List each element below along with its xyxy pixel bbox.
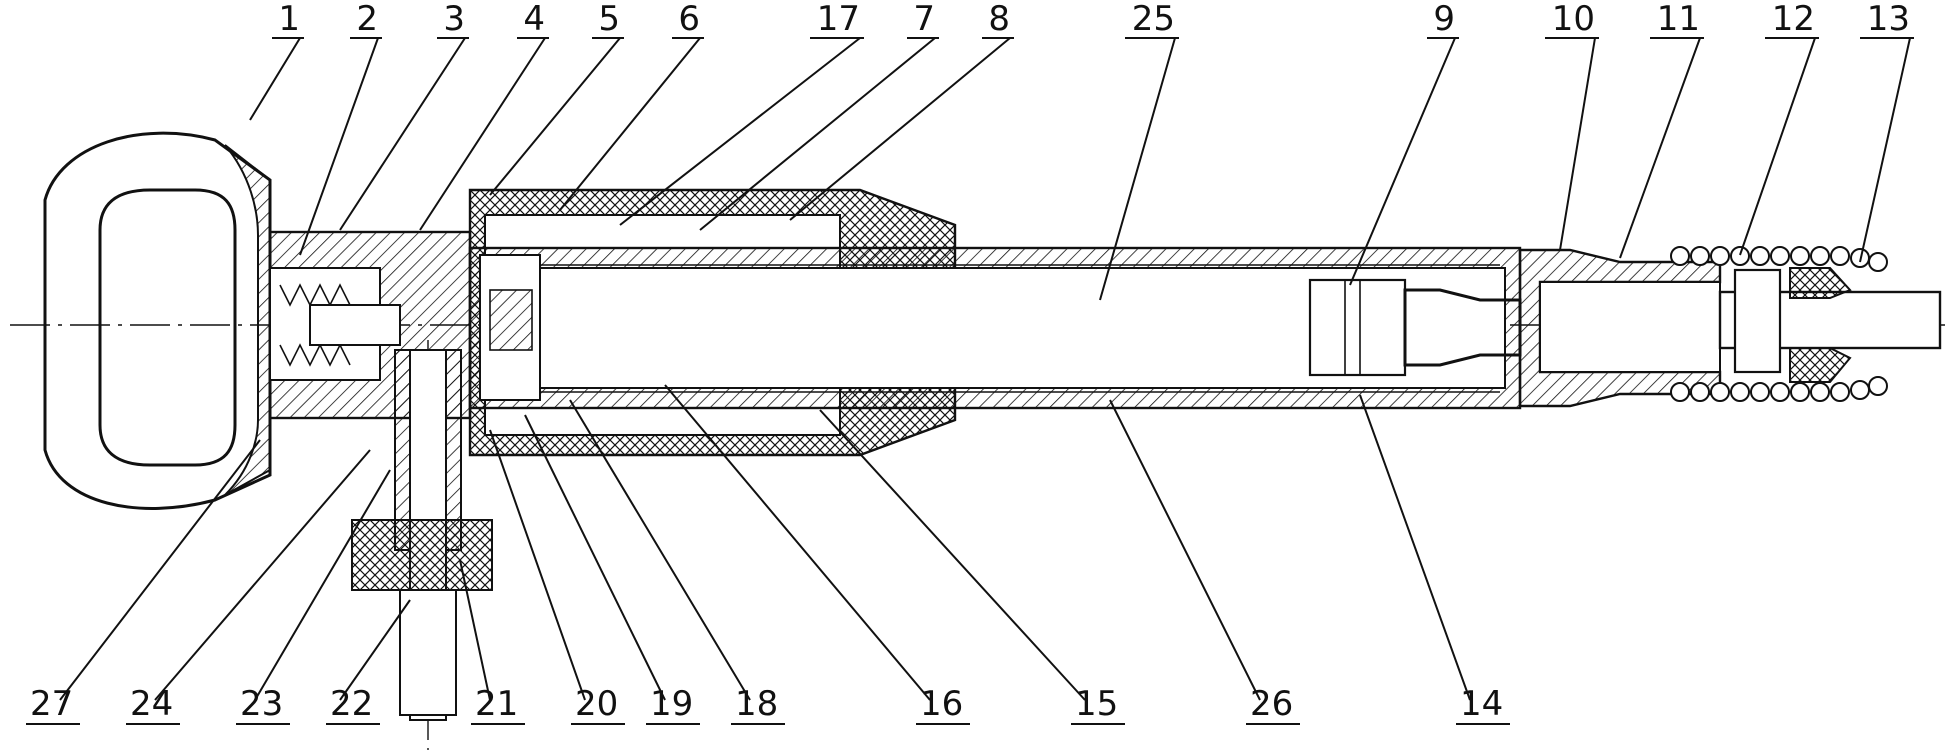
part-label-17: 17 [810,0,864,39]
part-number: 15 [1075,684,1118,724]
part-number: 22 [330,684,373,724]
part-label-13: 13 [1860,0,1914,39]
handle-loop [43,131,272,510]
bit-collar [1733,268,1782,374]
valve-block-inner [489,289,533,351]
part-label-11: 11 [1650,0,1704,39]
handle-section [224,144,271,496]
part-label-8: 8 [982,0,1014,39]
leader-lines [59,37,1911,701]
part-number: 3 [443,0,465,39]
part-label-2: 2 [350,0,382,39]
nozzle-sleeve [1539,281,1721,373]
part-label-21: 21 [471,684,525,725]
handle-grip-hole [98,188,237,467]
part-number: 1 [278,0,300,39]
part-label-22: 22 [326,684,380,725]
part-label-19: 19 [646,684,700,725]
part-number: 9 [1433,0,1455,39]
part-label-24: 24 [126,684,180,725]
part-label-3: 3 [437,0,469,39]
part-number: 12 [1772,0,1815,39]
part-label-7: 7 [907,0,939,39]
part-label-15: 15 [1071,684,1125,725]
part-label-18: 18 [731,684,785,725]
part-number: 19 [650,684,693,724]
part-number: 8 [988,0,1010,39]
hose-barb [399,589,457,716]
part-number: 17 [817,0,860,39]
part-number: 4 [523,0,545,39]
part-label-9: 9 [1427,0,1459,39]
part-label-12: 12 [1765,0,1819,39]
part-label-26: 26 [1246,684,1300,725]
part-label-16: 16 [916,684,970,725]
part-number: 26 [1250,684,1293,724]
part-label-5: 5 [592,0,624,39]
hose-nut [351,519,493,591]
part-number: 5 [598,0,620,39]
valve-stem [309,304,401,346]
part-label-1: 1 [272,0,304,39]
part-number: 13 [1867,0,1910,39]
part-label-4: 4 [517,0,549,39]
part-number: 6 [678,0,700,39]
part-number: 2 [356,0,378,39]
part-number: 24 [130,684,173,724]
part-label-25: 25 [1125,0,1179,39]
part-number: 7 [913,0,935,39]
part-label-14: 14 [1456,684,1510,725]
part-number: 25 [1132,0,1175,39]
part-label-10: 10 [1545,0,1599,39]
part-label-20: 20 [571,684,625,725]
valve-spring [279,283,351,367]
retainer-head [1789,267,1852,383]
part-label-6: 6 [672,0,704,39]
part-number: 11 [1657,0,1700,39]
part-number: 10 [1552,0,1595,39]
part-number: 16 [920,684,963,724]
part-number: 18 [735,684,778,724]
piston [1308,278,1407,377]
part-number: 21 [475,684,518,724]
tool-body [43,131,1942,721]
part-label-27: 27 [26,684,80,725]
part-label-23: 23 [236,684,290,725]
retainer-spring [1670,246,1888,402]
